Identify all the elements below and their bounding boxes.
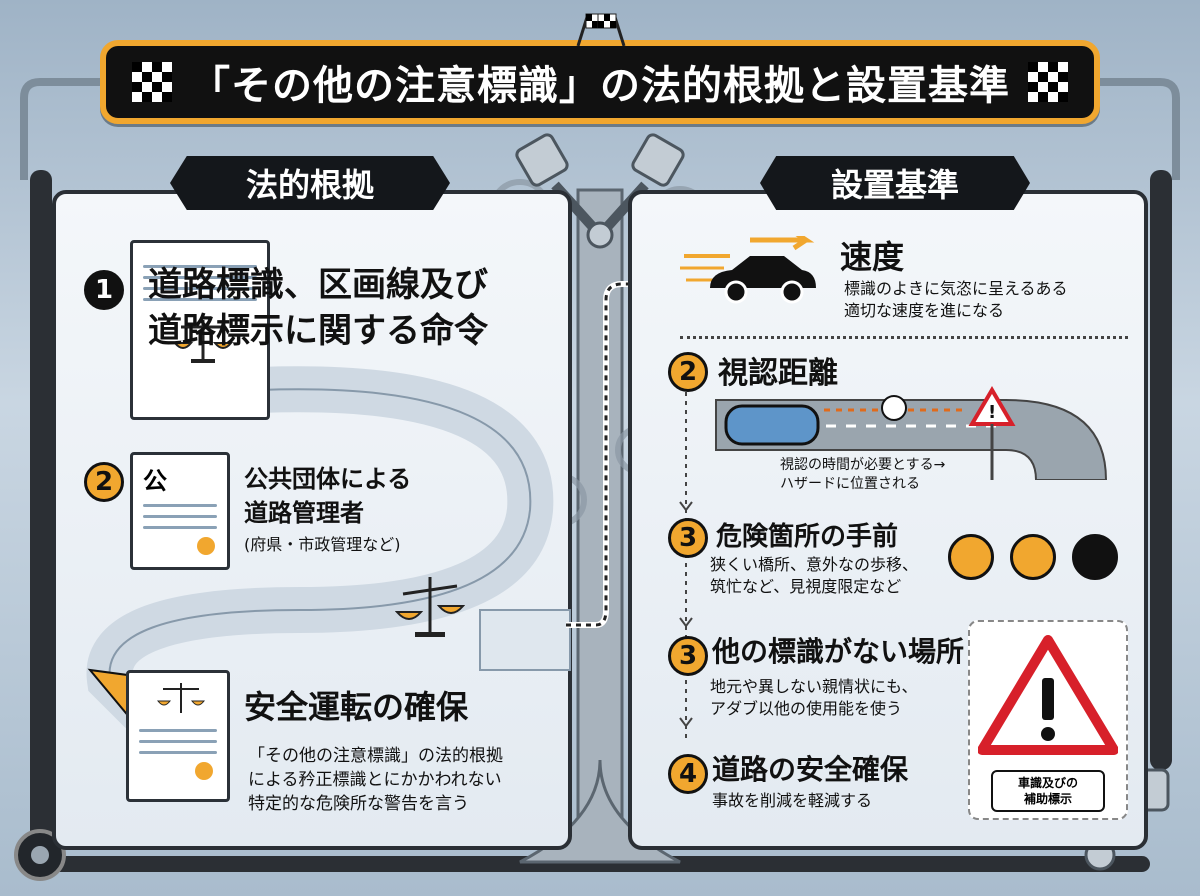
safety-line2: による矜正標識とにかかわれない [248, 770, 502, 790]
seal-icon [195, 762, 213, 780]
law-document-icon [130, 240, 270, 420]
danger-line1: 狭くい橋所、意外なの歩移、 [710, 555, 919, 574]
legal-basis-header: 法的根拠 [170, 156, 450, 210]
step-number-badge: 1 [84, 270, 124, 310]
step-number-badge: 2 [668, 352, 708, 392]
checkered-flag-icon [132, 62, 172, 102]
no-other-sign-description: 地元や異しない親情状にも、 アダブ以他の使用能を使う [710, 676, 918, 719]
safety-title: 安全運転の確保 [244, 688, 469, 726]
racing-flags-icon [576, 13, 626, 46]
step-number-badge: 3 [668, 636, 708, 676]
sight-distance-title: 視認距離 [718, 356, 838, 391]
nosign-line2: アダブ以他の使用能を使う [710, 698, 903, 718]
scales-icon [395, 577, 465, 637]
law-title-line1: 道路標識、区画線及び [148, 265, 488, 305]
dotted-timeline [679, 392, 693, 742]
danger-spot-title: 危険箇所の手前 [716, 522, 899, 552]
ribbon-decoration [86, 366, 571, 733]
page-title: 「その他の注意標識」の法的根拠と設置基準 [190, 63, 1010, 109]
step-number-badge: 2 [84, 462, 124, 502]
speed-title: 速度 [840, 238, 905, 276]
speed-line1: 標識のよきに気恣に呈えるある [844, 279, 1068, 298]
step-number-badge: 3 [668, 518, 708, 558]
no-other-sign-title: 他の標識がない場所 [712, 635, 965, 668]
nosign-line1: 地元や異しない親情状にも、 [710, 677, 918, 696]
law-title-line2: 道路標示に関する命令 [148, 311, 488, 351]
sight-caption-line1: 視認の時間が必要とする→ [780, 457, 946, 473]
slope-icon [1072, 534, 1118, 580]
speed-line2: 適切な速度を進になる [844, 300, 1005, 320]
road-manager-line2: 道路管理者 [244, 499, 364, 527]
road-manager-note: (府県・市政管理など) [244, 535, 401, 554]
law-title: 道路標識、区画線及び 道路標示に関する命令 [148, 262, 488, 354]
seal-icon [197, 537, 215, 555]
speed-description: 標識のよきに気恣に呈えるある 適切な速度を進になる [844, 278, 1068, 321]
auxiliary-sign-label: 車識及びの 補助標示 [991, 770, 1105, 812]
safety-line1: 「その他の注意標識」の法的根拠 [248, 746, 503, 766]
checkered-flag-icon [1028, 62, 1068, 102]
step-number-badge: 4 [668, 754, 708, 794]
danger-line2: 筑忙など、見視度限定など [710, 576, 902, 596]
speeding-car-icon [680, 236, 816, 304]
safety-description: 「その他の注意標識」の法的根拠 による矜正標識とにかかわれない 特定的な危険所な… [248, 744, 503, 816]
public-document-icon: 公 [130, 452, 230, 570]
safety-line3: 特定的な危険所な警告を言う [248, 794, 469, 814]
road-safety-description: 事故を削減を軽減する [712, 791, 873, 810]
road-curve-illustration: ! [715, 386, 1108, 480]
warning-sign-card: 車識及びの 補助標示 [968, 620, 1128, 820]
scales-icon [156, 683, 206, 713]
danger-spot-description: 狭くい橋所、意外なの歩移、 筑忙など、見視度限定など [710, 554, 918, 597]
stairs-icon [1010, 534, 1056, 580]
road-manager-line1: 公共団体による [244, 465, 412, 493]
title-bar: 「その他の注意標識」の法的根拠と設置基準 [100, 40, 1100, 124]
divider [680, 336, 1128, 339]
road-manager-text: 公共団体による 道路管理者 (府県・市政管理など) [244, 462, 411, 556]
public-char: 公 [143, 467, 167, 495]
sign-label-line1: 車識及びの [1017, 776, 1078, 790]
safety-document-icon [126, 670, 230, 802]
installation-criteria-header: 設置基準 [760, 156, 1030, 210]
scales-icon [172, 320, 234, 363]
warning-triangle-icon [977, 635, 1119, 755]
sign-label-line2: 補助標示 [1023, 792, 1072, 806]
bridge-icon [948, 534, 994, 580]
sight-distance-caption: 視認の時間が必要とする→ ハザードに位置される [780, 456, 945, 494]
road-safety-title: 道路の安全確保 [712, 753, 909, 786]
svg-text:!: ! [988, 402, 996, 423]
sight-caption-line2: ハザードに位置される [780, 475, 920, 492]
